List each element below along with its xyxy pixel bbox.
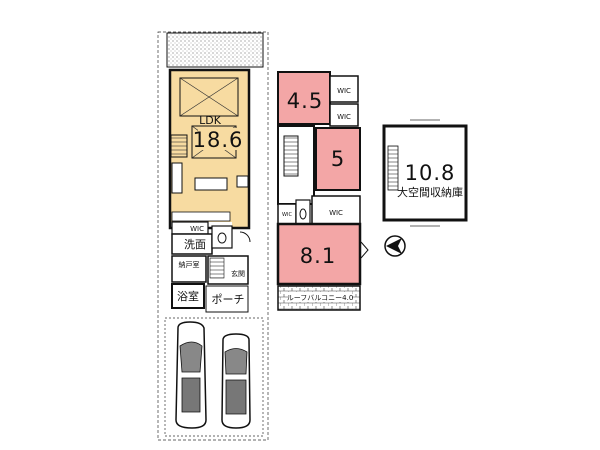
- bath-label: 浴室: [177, 289, 199, 303]
- closet-label: 納戸室: [179, 260, 200, 269]
- wic-d-label: WIC: [329, 209, 343, 217]
- ldk-label: LDK: [199, 114, 222, 127]
- closet: [171, 255, 207, 283]
- garden-area: [166, 32, 264, 68]
- wic-b-label: WIC: [337, 113, 351, 121]
- storage-size: 10.8: [405, 161, 456, 185]
- shoe-storage: [209, 257, 225, 279]
- bedroom-a: [277, 71, 331, 125]
- kitchen-counter: [194, 177, 228, 191]
- wic-b: [329, 103, 359, 127]
- storage-stair: [387, 145, 399, 191]
- atrium-upper-diag2: [179, 77, 239, 117]
- stairs-second: [283, 135, 299, 177]
- toilet: [211, 225, 233, 249]
- bedroom-a-size: 4.5: [287, 89, 323, 113]
- atrium-upper: [179, 77, 239, 117]
- wic-a: [329, 75, 359, 103]
- ldk-size: 18.6: [193, 128, 244, 152]
- roof-balcony-label: ルーフバルコニー4.0: [287, 294, 354, 302]
- site-boundary: [157, 31, 269, 441]
- ldk-size-bg: [198, 128, 238, 150]
- wic-first-label: WIC: [190, 225, 204, 233]
- bedroom-b-size: 5: [331, 147, 345, 171]
- bedroom-b: [315, 127, 361, 191]
- toilet-second-bowl: [299, 208, 307, 220]
- wic-a-label: WIC: [337, 87, 351, 95]
- porch-label: ポーチ: [212, 293, 245, 306]
- storage-label: 大空間収納庫: [397, 185, 463, 199]
- entrance-label: 玄関: [231, 269, 245, 278]
- entrance-door: [239, 231, 251, 243]
- bedroom-c: [276, 222, 362, 286]
- wic-d: [311, 195, 361, 225]
- bath: [171, 283, 205, 309]
- ldk-walls: [168, 68, 251, 230]
- washroom-label: 洗面: [184, 238, 206, 251]
- north-arrow-icon: [384, 235, 406, 257]
- storage-floor: 10.8 大空間収納庫: [382, 119, 468, 227]
- fridge: [236, 175, 249, 188]
- second-floor: 4.5 WIC WIC 5 WIC WIC 8.1 ルーフバルコニー4.0: [276, 71, 369, 311]
- roof-balcony-label-bg: [288, 292, 352, 302]
- stairs-first: [170, 134, 188, 158]
- kitchen-back-counter: [171, 162, 183, 194]
- porch: [205, 285, 249, 313]
- car-right-icon: [221, 333, 251, 429]
- car-left-icon: [175, 321, 207, 429]
- toilet-second: [295, 199, 311, 225]
- bedroom-c-size: 8.1: [300, 244, 336, 268]
- first-floor: LDK 18.6 WIC 洗面 納戸室 玄関 浴室 ポーチ: [157, 31, 269, 441]
- wic-c-label: WIC: [282, 212, 292, 218]
- pantry-strip: [171, 211, 231, 222]
- bedroom-c-window-mark: [360, 241, 369, 259]
- parking-area: [164, 317, 264, 437]
- toilet-bowl: [217, 232, 227, 244]
